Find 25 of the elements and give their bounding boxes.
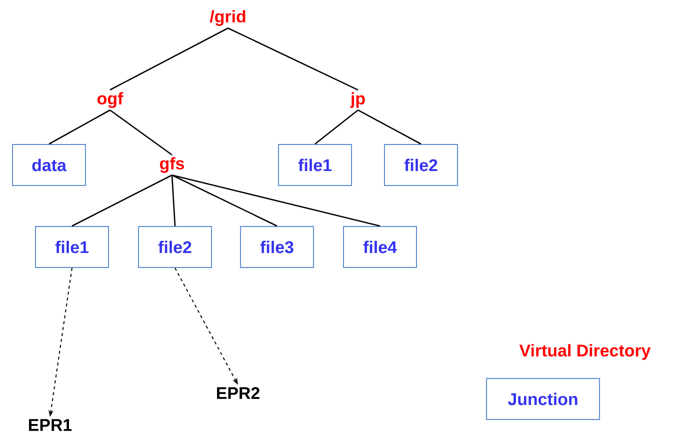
tree-line xyxy=(358,110,422,145)
tree-line xyxy=(48,110,110,145)
legend-label: Virtual Directory xyxy=(519,344,651,360)
tree-line xyxy=(228,28,358,90)
endpoint-label: EPR2 xyxy=(217,387,260,399)
junction-box: file2 xyxy=(138,226,212,268)
junction-box: file1 xyxy=(278,144,352,186)
junction-box: file2 xyxy=(384,144,458,186)
tree-line xyxy=(72,174,172,227)
tree-line xyxy=(172,174,278,227)
directory-label: gfs xyxy=(160,157,184,173)
directory-label: ogf xyxy=(98,92,124,108)
directory-label: /grid xyxy=(210,10,246,26)
junction-box: data xyxy=(12,144,86,186)
legend-box: Junction xyxy=(486,378,600,420)
tree-line xyxy=(172,174,380,227)
junction-box: file1 xyxy=(35,226,109,268)
endpoint-label: EPR1 xyxy=(29,419,72,431)
junction-box: file3 xyxy=(240,226,314,268)
tree-line xyxy=(110,28,228,90)
tree-line xyxy=(110,110,172,156)
junction-box: file4 xyxy=(343,226,417,268)
tree-line xyxy=(314,110,358,144)
tree-line xyxy=(171,175,176,226)
directory-label: jp xyxy=(350,92,365,108)
